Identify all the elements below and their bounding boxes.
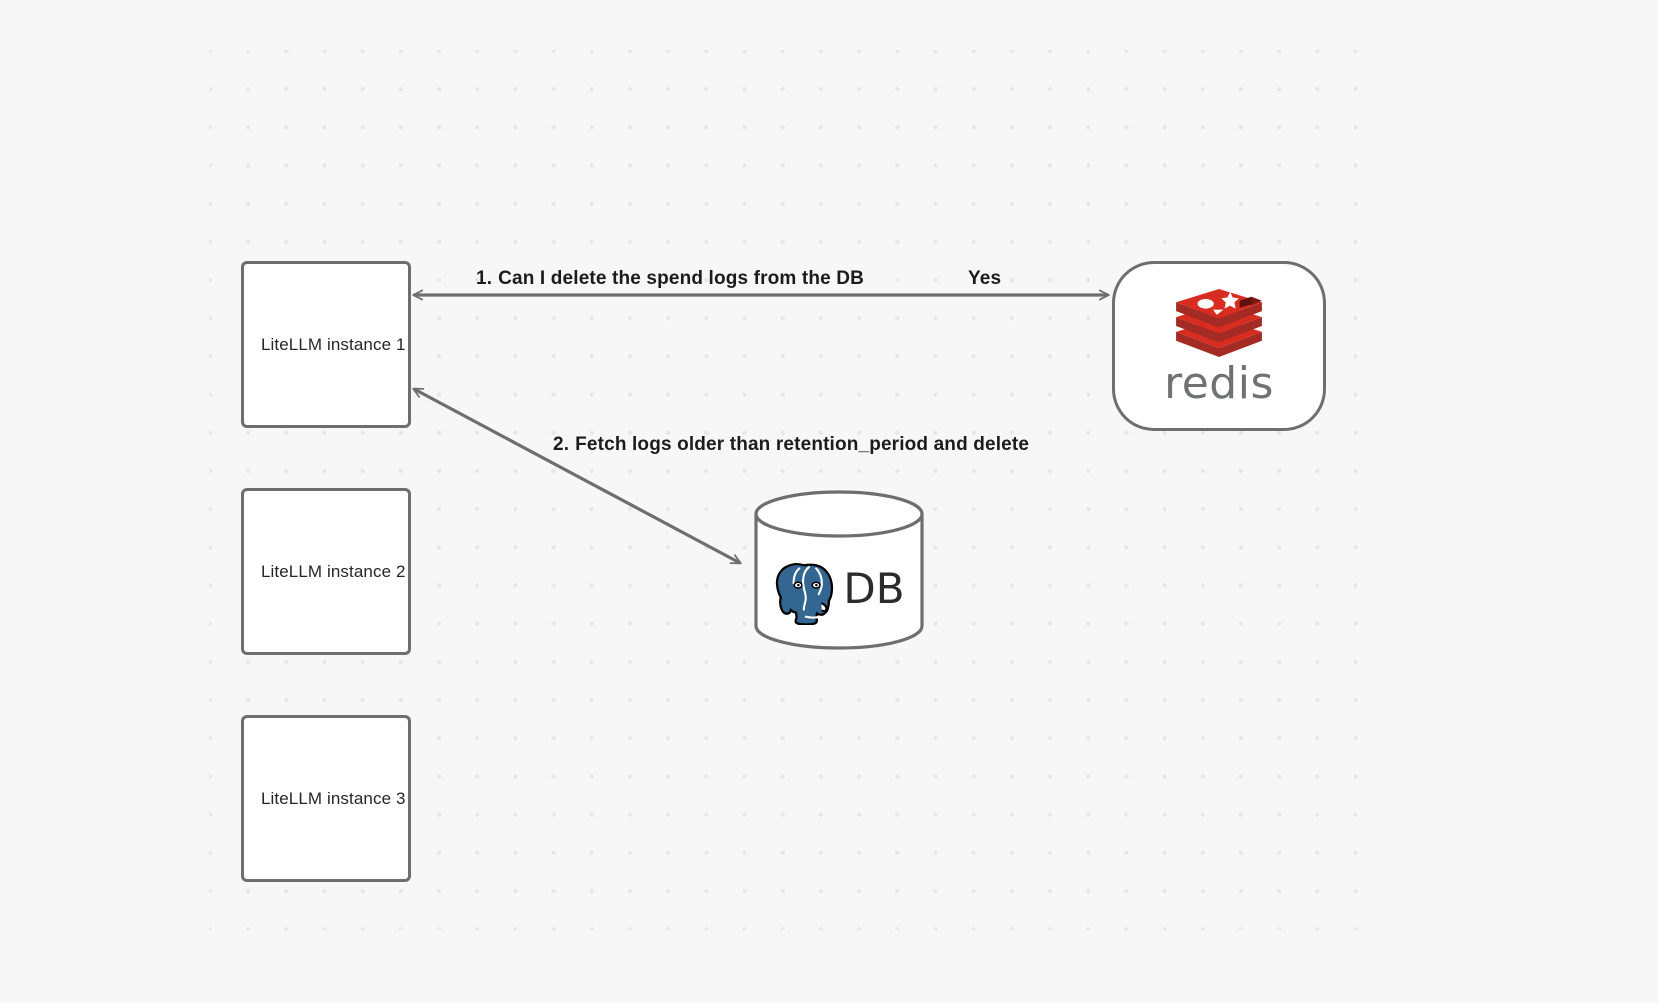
edge-label-step-2: 2.Fetch logs older than retention_period… — [553, 434, 1029, 456]
node-litellm-instance-1[interactable]: LiteLLM instance 1 — [241, 261, 411, 428]
edge-label-step-1-number: 1. — [476, 268, 493, 289]
node-redis[interactable]: redis — [1112, 261, 1326, 431]
edge-label-reply-yes: Yes — [968, 268, 1002, 289]
edge-label-step-1: 1.Can I delete the spend logs from the D… — [476, 268, 864, 290]
node-litellm-instance-3[interactable]: LiteLLM instance 3 — [241, 715, 411, 882]
node-label: LiteLLM instance 3 — [261, 788, 406, 808]
redis-logo-icon — [1176, 288, 1262, 358]
node-label: LiteLLM instance 2 — [261, 561, 406, 581]
edge-label-step-2-number: 2. — [553, 434, 570, 455]
node-label: LiteLLM instance 1 — [261, 334, 406, 354]
db-wordmark: DB — [843, 564, 905, 613]
edge-label-step-2-text: Fetch logs older than retention_period a… — [575, 434, 1030, 455]
postgresql-elephant-icon — [776, 562, 834, 625]
node-database[interactable]: DB — [753, 489, 925, 651]
redis-wordmark: redis — [1164, 358, 1274, 409]
node-litellm-instance-2[interactable]: LiteLLM instance 2 — [241, 488, 411, 655]
edge-label-step-1-text: Can I delete the spend logs from the DB — [498, 268, 864, 289]
